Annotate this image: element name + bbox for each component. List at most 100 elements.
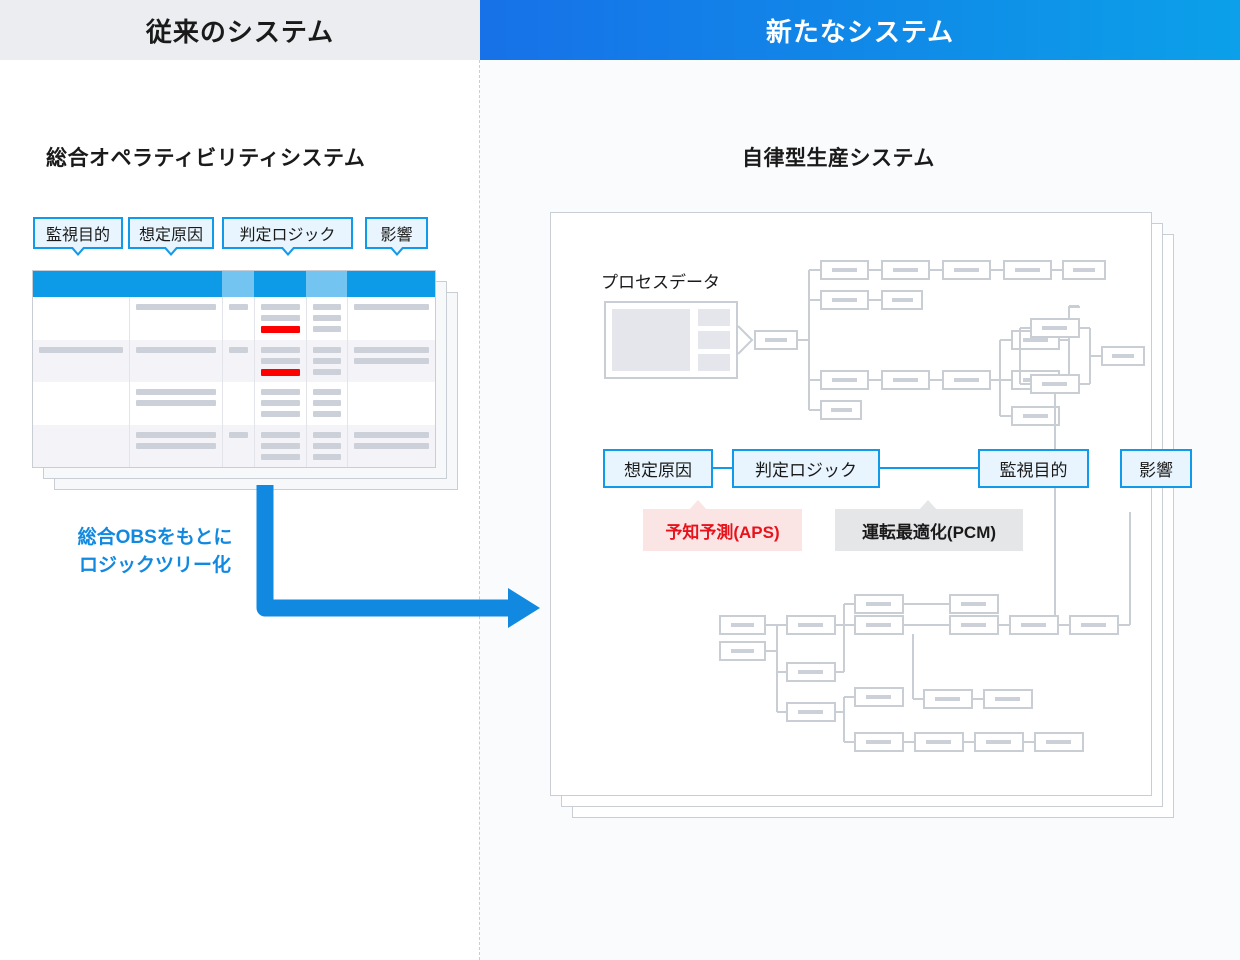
legacy-table-cell — [221, 297, 254, 340]
legacy-table-cell — [306, 424, 346, 467]
flow-label-text: 影響 — [1139, 461, 1173, 480]
placeholder-bar — [353, 346, 429, 353]
legacy-table-cell — [254, 382, 306, 425]
legacy-table-cell — [221, 424, 254, 467]
header-new: 新たなシステム — [480, 0, 1240, 60]
transform-arrow-caption: 総合OBSをもとに ロジックツリー化 — [50, 524, 260, 579]
legacy-table-cell — [346, 382, 435, 425]
legacy-label-monitoring-purpose: 監視目的 — [33, 217, 123, 256]
legacy-table-header-cell — [129, 271, 222, 297]
legacy-table — [32, 270, 436, 468]
flow-label-monitoring-purpose: 監視目的 — [978, 449, 1089, 488]
legacy-table-cell — [306, 382, 346, 425]
arrow-caption-line-2: ロジックツリー化 — [78, 554, 231, 576]
placeholder-bar — [313, 326, 341, 332]
legacy-label-assumed-cause: 想定原因 — [128, 217, 214, 256]
callout-aps: 予知予測(APS) — [643, 500, 802, 551]
legacy-label-text: 影響 — [380, 227, 413, 244]
legacy-table-header-cell — [221, 271, 255, 297]
flow-label-text: 判定ロジック — [755, 461, 857, 480]
placeholder-bar — [261, 346, 301, 353]
legacy-table-cell — [33, 297, 129, 340]
legacy-table-header-cell — [306, 271, 347, 297]
flow-label-judgment-logic: 判定ロジック — [732, 449, 880, 488]
placeholder-bar — [353, 431, 429, 438]
legacy-table-cell — [221, 339, 254, 382]
placeholder-bar — [261, 357, 301, 364]
placeholder-bar — [261, 442, 301, 449]
placeholder-bar — [313, 368, 341, 375]
legacy-table-row — [33, 382, 435, 425]
legacy-table-cell — [129, 424, 221, 467]
placeholder-bar — [313, 453, 341, 460]
connector-cause-to-logic — [713, 467, 732, 469]
flow-label-text: 監視目的 — [999, 461, 1068, 480]
legacy-label-text: 想定原因 — [138, 227, 203, 244]
legacy-table-cell — [129, 339, 221, 382]
placeholder-bar — [353, 304, 429, 310]
legacy-table-stack — [32, 270, 458, 490]
placeholder-bar — [261, 431, 301, 438]
legacy-table-cell — [346, 339, 435, 382]
legacy-table-header-cell — [254, 271, 307, 297]
placeholder-bar — [313, 400, 341, 406]
connector-logic-to-purpose — [880, 467, 978, 469]
placeholder-bar — [313, 346, 341, 353]
process-data-label: プロセスデータ — [601, 273, 720, 292]
placeholder-bar — [136, 431, 216, 438]
logic-tree-upper-right-cluster — [1019, 306, 1145, 468]
placeholder-bar — [136, 442, 216, 449]
flow-label-assumed-cause: 想定原因 — [603, 449, 713, 488]
legacy-label-judgment-logic: 判定ロジック — [222, 217, 353, 256]
placeholder-bar — [136, 400, 216, 406]
legacy-table-cell — [254, 424, 306, 467]
legacy-table-row — [33, 424, 435, 468]
placeholder-bar — [228, 304, 249, 310]
legacy-table-cell — [306, 297, 346, 340]
placeholder-bar — [136, 389, 216, 395]
legacy-label-impact: 影響 — [365, 217, 428, 256]
legacy-table-cell — [33, 425, 129, 468]
placeholder-bar — [313, 442, 341, 449]
placeholder-bar — [313, 389, 341, 395]
placeholder-bar — [39, 346, 124, 353]
legacy-table-cell — [33, 382, 129, 425]
legacy-label-text: 監視目的 — [45, 227, 110, 244]
pane-divider — [479, 60, 480, 960]
placeholder-bar — [261, 304, 301, 310]
legacy-table-cell — [346, 424, 435, 467]
placeholder-bar — [261, 400, 301, 406]
legacy-table-header — [33, 271, 435, 297]
legacy-table-header-cell — [33, 271, 130, 297]
legacy-section-title: 総合オペラティビリティシステム — [46, 147, 366, 170]
legacy-table-cell — [221, 382, 254, 425]
legacy-table-row — [33, 339, 435, 383]
header-new-title: 新たなシステム — [765, 16, 955, 47]
placeholder-bar — [313, 431, 341, 438]
pane-legacy — [0, 60, 480, 960]
legacy-table-cell — [254, 297, 306, 340]
new-section-title: 自律型生産システム — [742, 147, 935, 170]
legacy-table-cell — [346, 297, 435, 340]
highlight-bar — [261, 326, 301, 333]
legacy-label-text: 判定ロジック — [239, 227, 336, 244]
placeholder-bar — [136, 346, 216, 353]
legacy-table-header-cell — [346, 271, 435, 297]
flow-label-text: 想定原因 — [624, 461, 692, 480]
legacy-table-cell — [33, 340, 129, 383]
placeholder-bar — [353, 357, 429, 364]
legacy-table-row — [33, 297, 435, 340]
placeholder-bar — [261, 389, 301, 395]
logic-tree-upper — [604, 260, 1106, 426]
placeholder-bar — [136, 304, 216, 310]
callout-aps-text: 予知予測(APS) — [665, 522, 780, 542]
placeholder-bar — [261, 453, 301, 460]
highlight-bar — [261, 368, 301, 376]
placeholder-bar — [313, 304, 341, 310]
placeholder-bar — [353, 442, 429, 449]
legacy-table-cell — [306, 339, 346, 382]
placeholder-bar — [261, 315, 301, 321]
placeholder-bar — [228, 431, 249, 438]
legacy-table-cell — [254, 339, 306, 382]
